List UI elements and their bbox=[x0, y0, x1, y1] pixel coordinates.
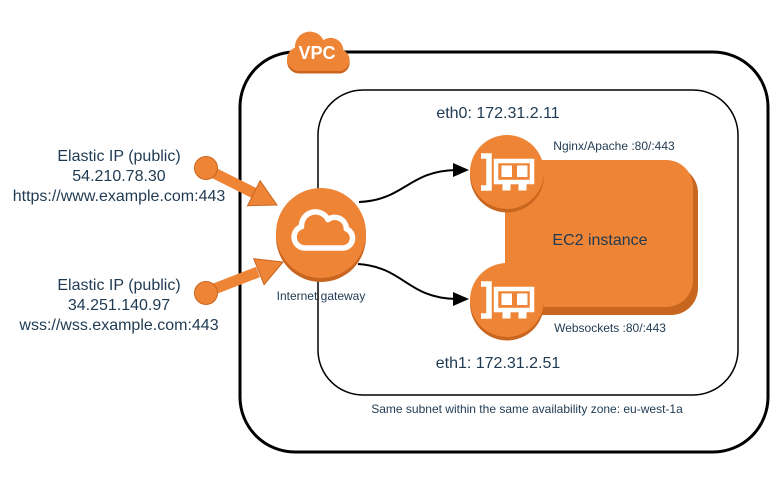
elastic-ip-2-label: Elastic IP (public) 34.251.140.97 wss://… bbox=[0, 276, 244, 336]
ec2-instance-label: EC2 instance bbox=[552, 232, 648, 249]
elastic-ip-2-url: wss://wss.example.com:443 bbox=[19, 317, 219, 334]
elastic-ip-1-title: Elastic IP (public) bbox=[57, 148, 181, 165]
elastic-ip-1-address: 54.210.78.30 bbox=[72, 168, 166, 185]
eth0-label: eth0: 172.31.2.11 bbox=[436, 105, 560, 122]
eth0-service-label: Nginx/Apache :80/:443 bbox=[553, 139, 675, 153]
elastic-ip-2-title: Elastic IP (public) bbox=[57, 277, 181, 294]
elastic-ip-arrow-1 bbox=[194, 156, 278, 207]
vpc-label: VPC bbox=[298, 43, 336, 63]
network-card-icon bbox=[470, 135, 544, 213]
internet-gateway-label: Internet gateway bbox=[276, 289, 366, 303]
vpc-cloud-icon bbox=[287, 31, 350, 74]
elastic-ip-1-label: Elastic IP (public) 54.210.78.30 https:/… bbox=[0, 147, 244, 207]
vpc-boundary bbox=[238, 50, 770, 454]
eth1-service-label: Websockets :80/:443 bbox=[554, 321, 666, 335]
cloud-icon bbox=[291, 209, 356, 251]
elastic-ip-arrow-2 bbox=[194, 258, 284, 305]
connector-gateway-to-eth0 bbox=[358, 163, 469, 203]
subnet-note: Same subnet within the same availability… bbox=[371, 402, 683, 416]
elastic-ip-2-address: 34.251.140.97 bbox=[67, 297, 171, 314]
elastic-ip-1-url: https://www.example.com:443 bbox=[12, 188, 226, 205]
connector-gateway-to-eth1 bbox=[357, 263, 469, 306]
eth1-label: eth1: 172.31.2.51 bbox=[435, 355, 561, 372]
internet-gateway-icon bbox=[276, 188, 366, 282]
ec2-instance-box bbox=[505, 160, 698, 315]
